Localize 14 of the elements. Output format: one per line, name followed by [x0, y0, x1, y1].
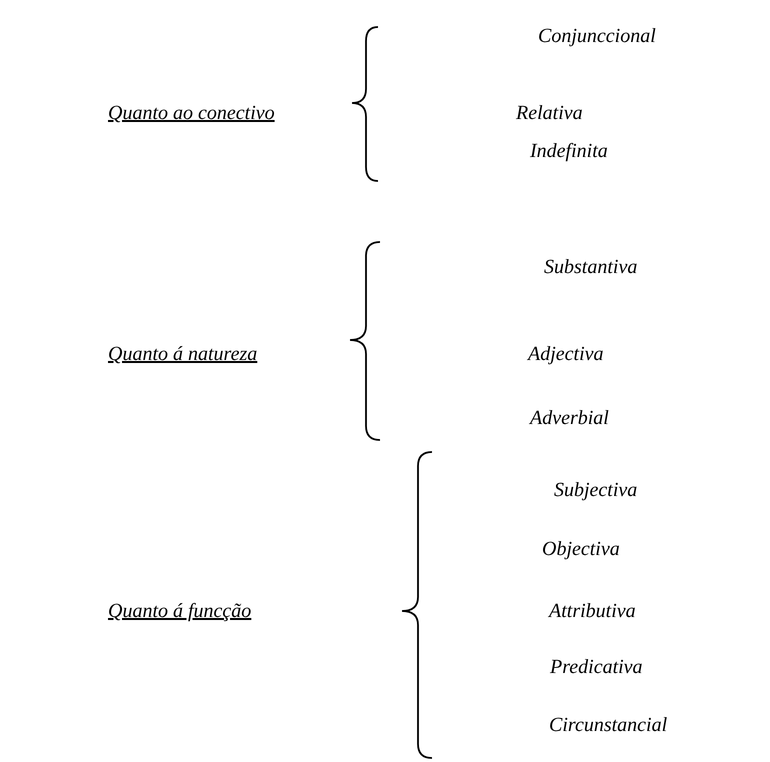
category-item: Relativa	[516, 101, 583, 125]
category-item: Attributiva	[549, 599, 636, 623]
category-item: Predicativa	[550, 655, 643, 679]
category-item: Adverbial	[530, 406, 609, 430]
category-heading: Quanto á natureza	[108, 342, 258, 366]
category-item: Circunstancial	[549, 713, 668, 737]
category-item: Subjectiva	[554, 478, 638, 502]
category-heading: Quanto á funcção	[108, 599, 252, 623]
category-item: Objectiva	[542, 537, 620, 561]
category-item: Indefinita	[530, 139, 608, 163]
category-item: Conjunccional	[538, 24, 656, 48]
category-item: Adjectiva	[528, 342, 604, 366]
category-item: Substantiva	[544, 255, 638, 279]
category-heading: Quanto ao conectivo	[108, 101, 275, 125]
